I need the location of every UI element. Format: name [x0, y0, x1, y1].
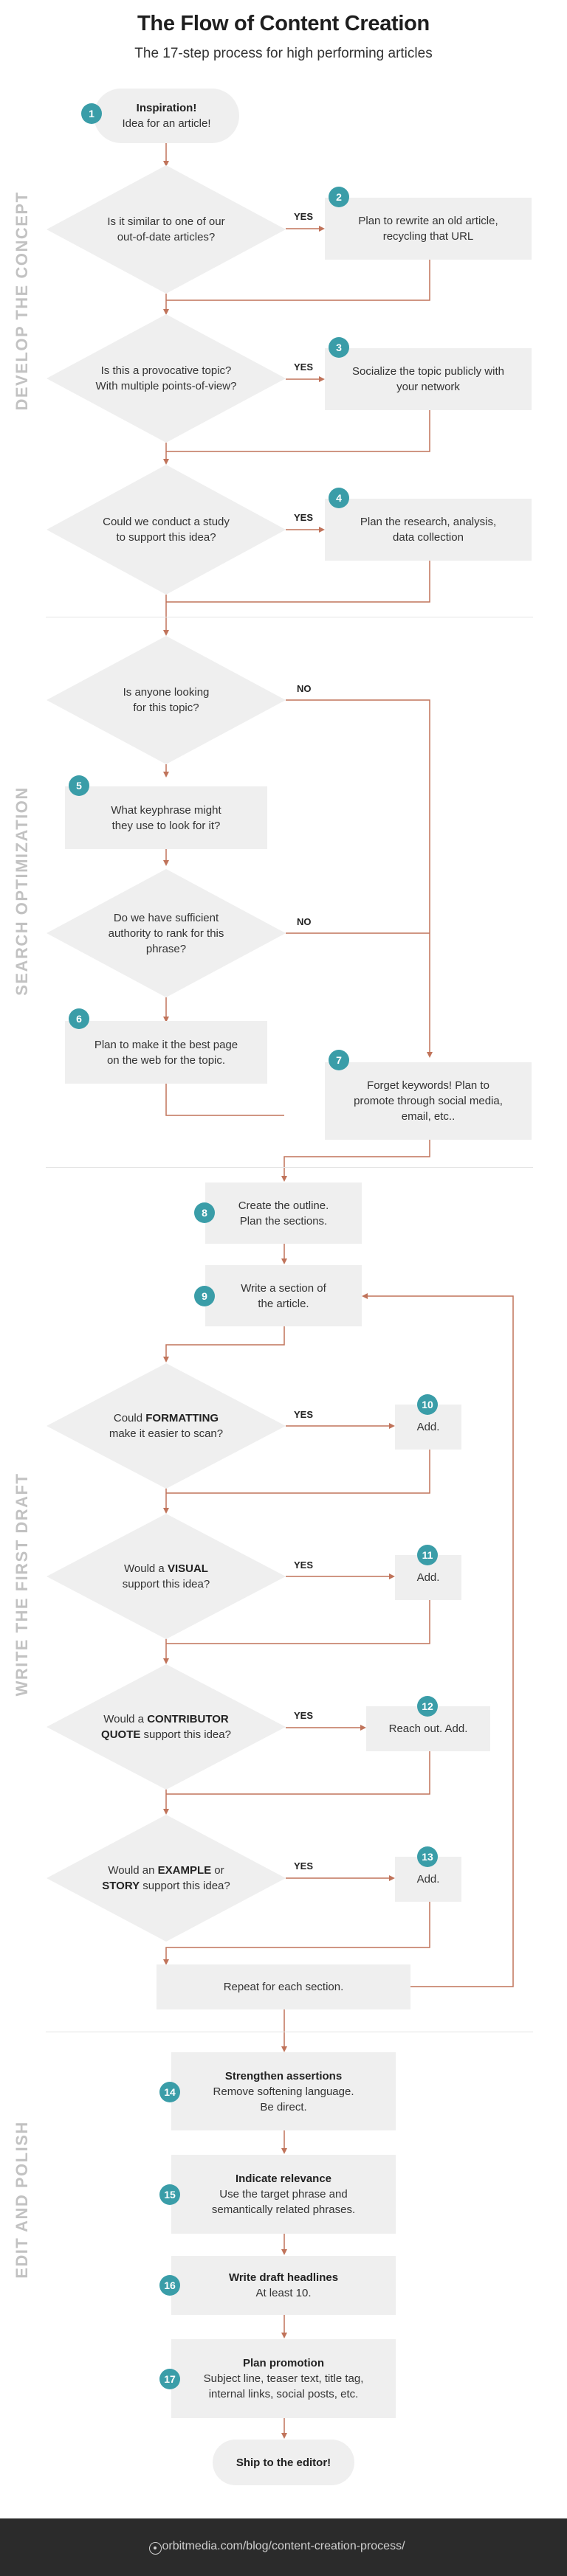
step-16-headlines: Write draft headlines At least 10. [171, 2256, 396, 2315]
edge-label-yes: YES [294, 512, 314, 523]
step-12-badge: 12 [417, 1696, 438, 1717]
step-15-relevance: Indicate relevance Use the target phrase… [171, 2155, 396, 2234]
step-6-badge: 6 [69, 1008, 89, 1029]
step-3-badge: 3 [329, 337, 349, 358]
step-2-rewrite: Plan to rewrite an old article,recycling… [325, 198, 532, 260]
section-divider [46, 1167, 533, 1168]
repeat-for-each-section: Repeat for each section. [157, 1964, 410, 2009]
step-4-badge: 4 [329, 488, 349, 508]
edge-label-yes: YES [294, 361, 314, 373]
footer-url-link[interactable]: orbitmedia.com/blog/content-creation-pro… [162, 2540, 405, 2552]
edge-label-yes: YES [294, 1559, 314, 1571]
decision-provocative: Is this a provocative topic?With multipl… [47, 314, 286, 443]
step-16-badge: 16 [159, 2275, 180, 2296]
ship-to-editor: Ship to the editor! [213, 2440, 354, 2485]
step-9-badge: 9 [194, 1286, 215, 1306]
edge-label-no: NO [297, 683, 312, 694]
step-15-badge: 15 [159, 2184, 180, 2205]
decision-contributor-quote: Would a CONTRIBUTOR QUOTE support this i… [47, 1664, 286, 1790]
step-2-badge: 2 [329, 187, 349, 207]
step-1-badge: 1 [81, 103, 102, 124]
edge-label-yes: YES [294, 1860, 314, 1872]
step-8-badge: 8 [194, 1202, 215, 1223]
decision-example-story: Would an EXAMPLE or STORY support this i… [47, 1815, 286, 1942]
edge-label-yes: YES [294, 211, 314, 222]
step-4-research: Plan the research, analysis,data collect… [325, 499, 532, 561]
footer-bar [0, 2518, 567, 2576]
step-17-badge: 17 [159, 2369, 180, 2389]
edge-label-no: NO [297, 916, 312, 927]
step-14-badge: 14 [159, 2082, 180, 2102]
decision-visual: Would a VISUAL support this idea? [47, 1514, 286, 1639]
step-13-badge: 13 [417, 1846, 438, 1867]
decision-formatting: Could FORMATTING make it easier to scan? [47, 1363, 286, 1489]
page-subtitle: The 17-step process for high performing … [134, 46, 433, 61]
step-7-badge: 7 [329, 1050, 349, 1070]
step-8-outline: Create the outline.Plan the sections. [205, 1183, 362, 1244]
edge-label-yes: YES [294, 1710, 314, 1721]
step-1-inspiration: Inspiration! Idea for an article! [94, 89, 239, 143]
step-10-badge: 10 [417, 1394, 438, 1415]
step-14-strengthen: Strengthen assertions Remove softening l… [171, 2052, 396, 2130]
page-title: The Flow of Content Creation [137, 12, 430, 35]
step-5-badge: 5 [69, 775, 89, 796]
orbit-logo-icon [149, 2542, 162, 2555]
edge-label-yes: YES [294, 1409, 314, 1420]
step-17-promotion: Plan promotion Subject line, teaser text… [171, 2339, 396, 2418]
step-11-badge: 11 [417, 1545, 438, 1565]
